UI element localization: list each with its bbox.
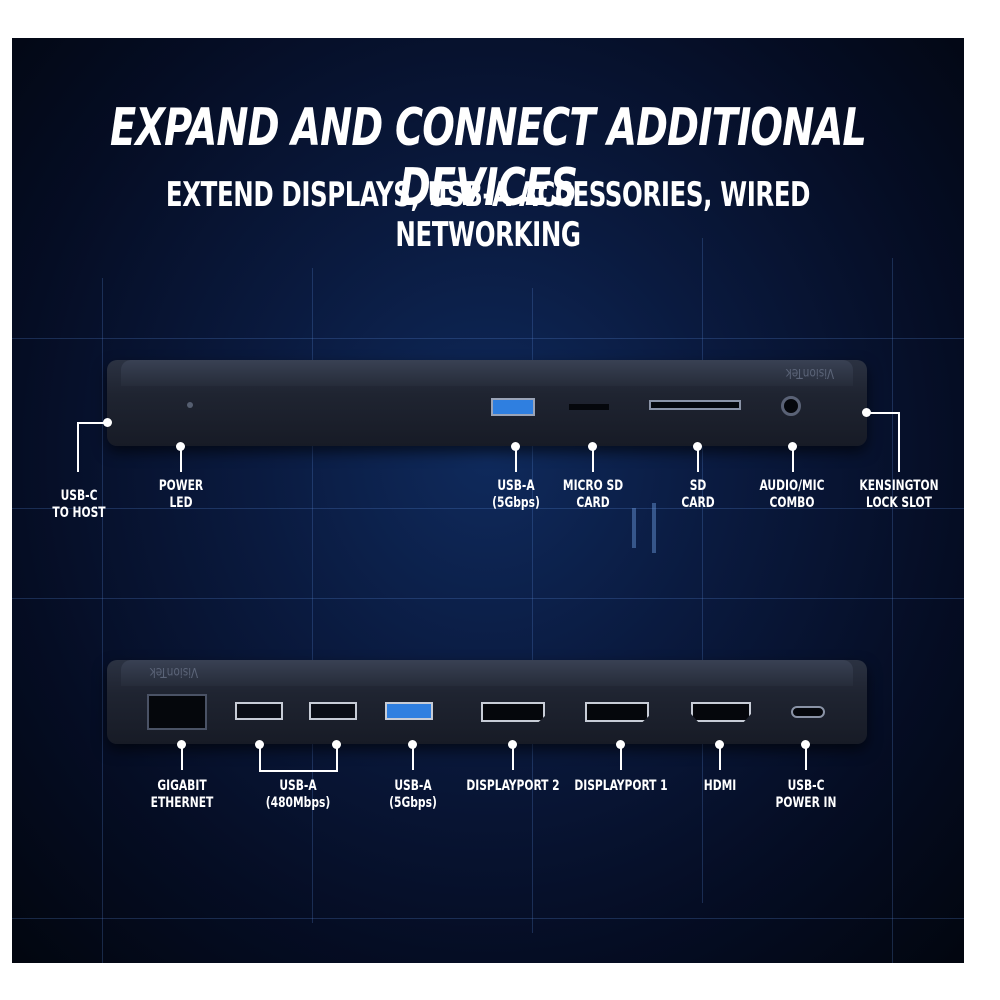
label-usba-5gbps-front: USB-A (5Gbps)	[492, 478, 540, 511]
label-displayport-2: DISPLAYPORT 2	[466, 778, 560, 794]
label-usbc-to-host: USB-C TO HOST	[52, 488, 106, 521]
displayport-1-port	[585, 702, 649, 722]
usb-c-power-port	[791, 706, 825, 718]
label-usbc-power-in: USB-C POWER IN	[775, 778, 837, 811]
usb-a-480-port-2	[309, 702, 357, 720]
usb-a-480-port-1	[235, 702, 283, 720]
label-hdmi: HDMI	[703, 778, 737, 794]
ethernet-port	[147, 694, 207, 730]
power-led	[187, 402, 193, 408]
headline: EXPAND AND CONNECT ADDITIONAL DEVICES	[110, 98, 867, 218]
subheadline: EXTEND DISPLAYS, USB-A ACCESSORIES, WIRE…	[165, 175, 811, 255]
hdmi-port	[691, 702, 751, 722]
dock-front-view: VisionTek	[107, 360, 867, 446]
micro-sd-slot	[569, 404, 609, 410]
usb-a-5g-port-rear	[385, 702, 433, 720]
label-gigabit-ethernet: GIGABIT ETHERNET	[150, 778, 214, 811]
label-usba-5gbps-rear: USB-A (5Gbps)	[389, 778, 437, 811]
brand-logo-rear: VisionTek	[149, 664, 199, 679]
displayport-2-port	[481, 702, 545, 722]
product-infographic: EXPAND AND CONNECT ADDITIONAL DEVICES EX…	[12, 38, 964, 963]
label-micro-sd-card: MICRO SD CARD	[562, 478, 624, 511]
label-audio-mic-combo: AUDIO/MIC COMBO	[759, 478, 825, 511]
label-kensington-lock-slot: KENSINGTON LOCK SLOT	[859, 478, 939, 511]
label-usba-480mbps: USB-A (480Mbps)	[265, 778, 331, 811]
sd-card-slot	[649, 400, 741, 410]
brand-logo: VisionTek	[785, 365, 835, 380]
label-power-led: POWER LED	[158, 478, 204, 511]
label-sd-card: SD CARD	[681, 478, 715, 511]
audio-jack	[781, 396, 801, 416]
usb-a-port-front	[491, 398, 535, 416]
label-displayport-1: DISPLAYPORT 1	[574, 778, 668, 794]
dock-rear-view: VisionTek	[107, 660, 867, 744]
